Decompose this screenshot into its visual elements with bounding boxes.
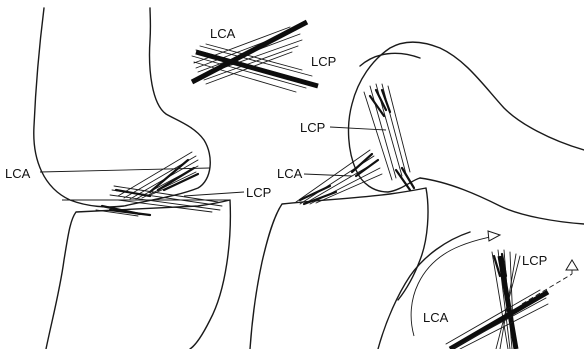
middle-lca-label: LCA xyxy=(277,166,303,181)
inset-lcp-label: LCP xyxy=(522,253,547,268)
top-lca-label: LCA xyxy=(210,26,236,41)
left-femur-outline xyxy=(34,8,210,207)
middle-femur-outer-line xyxy=(360,53,420,66)
middle-tibia-outline xyxy=(250,188,428,349)
inset-dashed-line xyxy=(522,274,572,304)
middle-condyle-line xyxy=(420,178,584,224)
left-tibia-outline xyxy=(46,200,230,349)
inset-dashed-arrowhead xyxy=(566,260,578,270)
inset-lca-label: LCA xyxy=(423,310,449,325)
left-lcp-label: LCP xyxy=(246,185,271,200)
middle-lcp-fibers xyxy=(364,84,414,190)
bottom-right-rotation-figure: LCP LCA xyxy=(378,231,578,349)
middle-lcp-label: LCP xyxy=(300,120,325,135)
top-lcp-label: LCP xyxy=(311,54,336,69)
inset-arc-arrowhead xyxy=(488,231,500,241)
left-lca-label: LCA xyxy=(5,166,31,181)
left-lca-leader xyxy=(40,168,210,172)
top-crossed-ligaments-figure: LCA LCP xyxy=(192,22,336,92)
middle-lcp-leader xyxy=(330,127,386,130)
inset-lca-bar xyxy=(450,292,548,349)
left-lcp-leader xyxy=(184,192,244,196)
